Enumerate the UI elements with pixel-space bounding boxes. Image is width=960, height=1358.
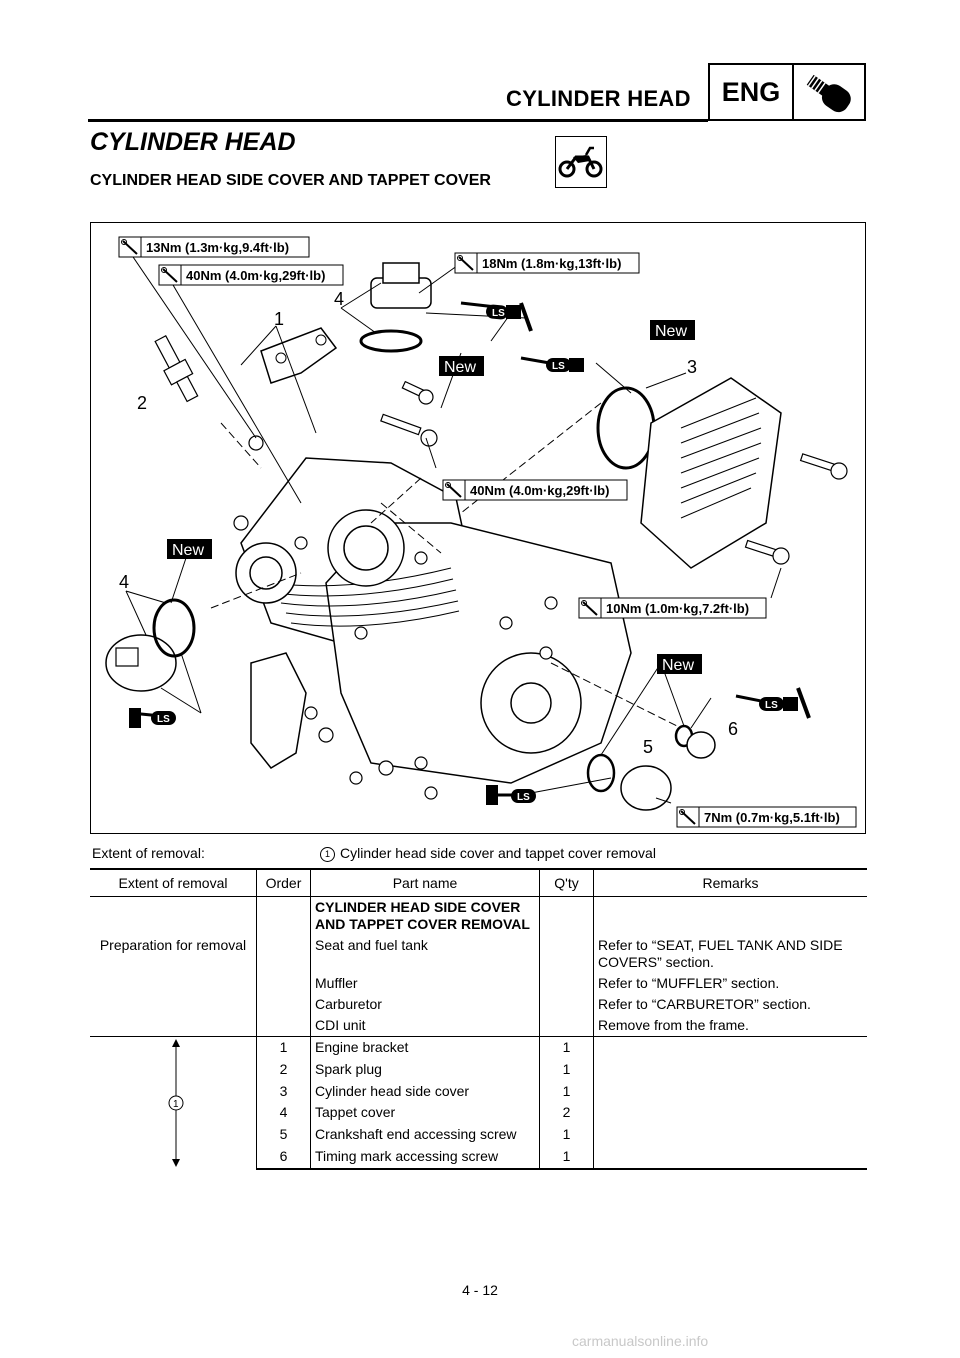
- page-subtitle: CYLINDER HEAD SIDE COVER AND TAPPET COVE…: [90, 172, 491, 189]
- parts-table: Extent of removal Order Part name Q'ty R…: [90, 868, 867, 1170]
- part-name: Engine bracket: [310, 1035, 540, 1059]
- col-header-remarks: Remarks: [593, 868, 867, 897]
- col-header-extent: Extent of removal: [90, 868, 257, 897]
- callout-number: 3: [687, 357, 697, 377]
- part-name: Carburetor: [310, 994, 540, 1015]
- table-header-row: Extent of removal Order Part name Q'ty R…: [90, 868, 867, 897]
- order-cell: 4: [256, 1102, 311, 1125]
- callout-number: 5: [643, 737, 653, 757]
- extent-range-marker: 1: [173, 1099, 179, 1110]
- torque-spec: 40Nm (4.0m·kg,29ft·lb): [186, 268, 325, 283]
- table-row: CYLINDER HEAD SIDE COVER AND TAPPET COVE…: [90, 896, 867, 935]
- ls-marker: LS: [157, 714, 170, 725]
- table-row: 6 Timing mark accessing screw 1: [90, 1146, 867, 1170]
- header-rule: [88, 119, 708, 122]
- extent-marker: 1: [320, 847, 335, 862]
- table-row: 1 1 Engine bracket 1: [90, 1035, 867, 1169]
- part-name: Spark plug: [310, 1058, 540, 1081]
- extent-cell: 1: [90, 1036, 257, 1169]
- table-row: CDI unit Remove from the frame.: [90, 1015, 867, 1037]
- motorcycle-icon: [555, 136, 607, 188]
- ls-marker: LS: [765, 700, 778, 711]
- part-name: Muffler: [310, 973, 540, 994]
- table-row: Muffler Refer to “MUFFLER” section.: [90, 973, 867, 994]
- order-cell: 3: [256, 1080, 311, 1103]
- callout-number: 4: [119, 572, 129, 592]
- exploded-diagram: LS LS LS LS LS New New New: [90, 222, 866, 834]
- extent-text: Cylinder head side cover and tappet cove…: [340, 845, 656, 861]
- watermark: carmanualsonline.info: [572, 1333, 709, 1349]
- table-row: Preparation for removal Seat and fuel ta…: [90, 935, 867, 973]
- remarks: Remove from the frame.: [593, 1015, 867, 1037]
- torque-spec: 18Nm (1.8m·kg,13ft·lb): [482, 256, 621, 271]
- torque-spec: 40Nm (4.0m·kg,29ft·lb): [470, 483, 609, 498]
- ls-marker: LS: [517, 792, 530, 803]
- qty-cell: 2: [539, 1102, 594, 1125]
- new-part-label: New: [444, 359, 476, 376]
- callout-number: 2: [137, 393, 147, 413]
- part-name: Timing mark accessing screw: [310, 1146, 540, 1170]
- remarks: Refer to “SEAT, FUEL TANK AND SIDE COVER…: [593, 935, 867, 973]
- table-row: 3 Cylinder head side cover 1: [90, 1080, 867, 1103]
- torque-spec: 13Nm (1.3m·kg,9.4ft·lb): [146, 240, 289, 255]
- prep-label: Preparation for removal: [99, 937, 247, 953]
- remarks: Refer to “CARBURETOR” section.: [593, 994, 867, 1015]
- col-header-order: Order: [256, 868, 311, 897]
- page-title: CYLINDER HEAD: [90, 128, 296, 156]
- eng-tab-label: ENG: [710, 65, 794, 119]
- torque-spec: 7Nm (0.7m·kg,5.1ft·lb): [704, 810, 840, 825]
- torque-spec: 10Nm (1.0m·kg,7.2ft·lb): [606, 601, 749, 616]
- order-cell: 2: [256, 1058, 311, 1081]
- extent-range-arrow: 1: [168, 1039, 184, 1167]
- table-row: 5 Crankshaft end accessing screw 1: [90, 1124, 867, 1147]
- part-name: Tappet cover: [310, 1102, 540, 1125]
- new-part-label: New: [655, 323, 687, 340]
- part-name: Cylinder head side cover: [310, 1080, 540, 1103]
- callout-number: 6: [728, 719, 738, 739]
- ls-marker: LS: [492, 308, 505, 319]
- page-number: 4 - 12: [462, 1282, 498, 1298]
- eng-tab: ENG: [708, 63, 866, 121]
- col-header-qty: Q'ty: [539, 868, 594, 897]
- section-header-title: CYLINDER HEAD: [506, 86, 691, 111]
- section-heading: CYLINDER HEAD SIDE COVER AND TAPPET COVE…: [310, 896, 540, 935]
- new-part-label: New: [662, 657, 694, 674]
- qty-cell: 1: [539, 1146, 594, 1170]
- qty-cell: 1: [539, 1058, 594, 1081]
- part-name: Crankshaft end accessing screw: [310, 1124, 540, 1147]
- ls-marker: LS: [552, 361, 565, 372]
- new-part-label: New: [172, 542, 204, 559]
- qty-cell: 1: [539, 1124, 594, 1147]
- extent-value: 1 Cylinder head side cover and tappet cov…: [320, 845, 656, 862]
- part-name: Seat and fuel tank: [310, 935, 540, 973]
- order-cell: 5: [256, 1124, 311, 1147]
- part-name: CDI unit: [310, 1015, 540, 1037]
- table-row: 4 Tappet cover 2: [90, 1102, 867, 1125]
- callout-number: 4: [334, 289, 344, 309]
- qty-cell: 1: [539, 1035, 594, 1059]
- col-header-part: Part name: [310, 868, 540, 897]
- extent-label: Extent of removal:: [92, 845, 205, 861]
- callout-number: 1: [274, 309, 284, 329]
- qty-cell: 1: [539, 1080, 594, 1103]
- engine-part-icon: [806, 74, 851, 113]
- order-cell: 6: [256, 1146, 311, 1170]
- remarks: Refer to “MUFFLER” section.: [593, 973, 867, 994]
- table-row: Carburetor Refer to “CARBURETOR” section…: [90, 994, 867, 1015]
- order-cell: 1: [256, 1035, 311, 1059]
- table-row: 2 Spark plug 1: [90, 1058, 867, 1081]
